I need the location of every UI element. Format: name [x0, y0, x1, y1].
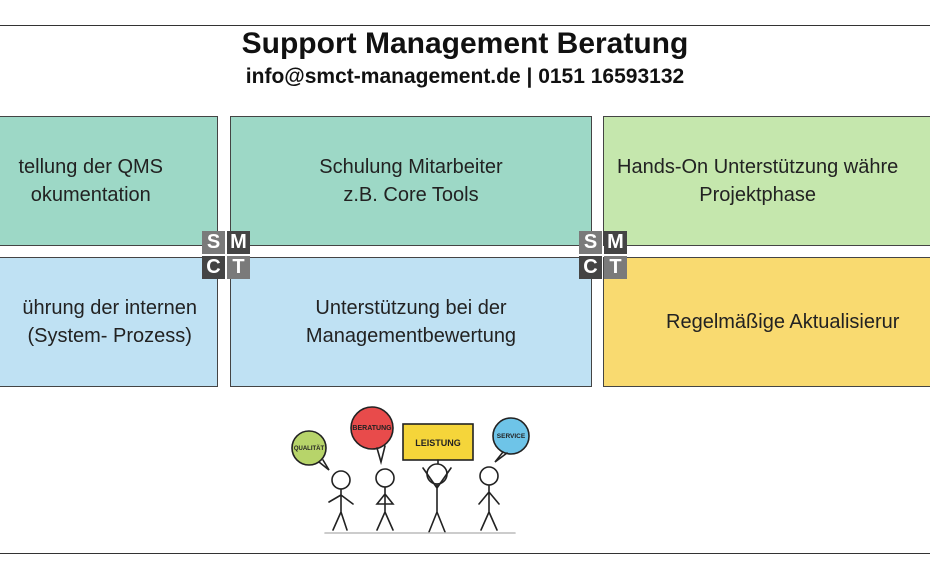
- logo-letter: M: [604, 231, 627, 254]
- box-management-review: Unterstützung bei der Managementbewertun…: [230, 257, 592, 387]
- contact-line: info@smct-management.de | 0151 16593132: [245, 65, 685, 88]
- sign-performance-text: LEISTUNG: [415, 438, 461, 448]
- logo-letter: T: [227, 256, 250, 279]
- logo-letter: S: [202, 231, 225, 254]
- smct-logo-left: S M C T: [202, 231, 250, 279]
- box-regular-updates: Regelmäßige Aktualisierur: [603, 257, 930, 387]
- logo-letter: C: [202, 256, 225, 279]
- bubble-service-text: SERVICE: [497, 433, 526, 440]
- top-rule: [0, 25, 930, 26]
- logo-letter: T: [604, 256, 627, 279]
- smct-logo-right: S M C T: [579, 231, 627, 279]
- logo-letter: M: [227, 231, 250, 254]
- box-hands-on-support: Hands-On Unterstützung währe Projektphas…: [603, 116, 930, 246]
- box-hands-on-support-label: Hands-On Unterstützung währe Projektphas…: [617, 156, 899, 206]
- box-internal-audits: ührung der internen (System- Prozess): [0, 257, 218, 387]
- logo-letter: S: [579, 231, 602, 254]
- box-internal-audits-label: ührung der internen (System- Prozess): [22, 297, 197, 347]
- team-illustration: QUALITÄT BERATUNG LEISTUNG SERVICE: [291, 406, 530, 534]
- box-regular-updates-label: Regelmäßige Aktualisierur: [666, 311, 900, 333]
- bottom-rule: [0, 553, 930, 554]
- box-qms-documentation-label: tellung der QMS okumentation: [18, 156, 163, 206]
- box-management-review-label: Unterstützung bei der Managementbewertun…: [305, 297, 517, 347]
- box-employee-training: Schulung Mitarbeiter z.B. Core Tools: [230, 116, 592, 246]
- box-qms-documentation: tellung der QMS okumentation: [0, 116, 218, 246]
- page-title: Support Management Beratung: [241, 27, 689, 60]
- logo-letter: C: [579, 256, 602, 279]
- bubble-consulting-text: BERATUNG: [352, 425, 392, 432]
- box-employee-training-label: Schulung Mitarbeiter z.B. Core Tools: [319, 156, 503, 206]
- bubble-quality-text: QUALITÄT: [294, 445, 325, 452]
